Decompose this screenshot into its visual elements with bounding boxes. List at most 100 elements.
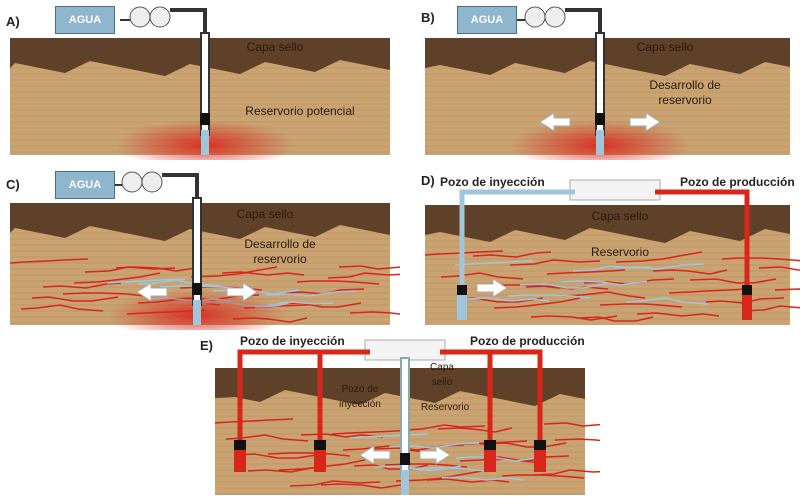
packer xyxy=(484,440,496,450)
water-column xyxy=(193,300,201,325)
fracture xyxy=(466,297,550,302)
arrow-right-icon xyxy=(419,445,451,465)
panel-label: B) xyxy=(421,10,435,25)
fracture xyxy=(652,269,728,275)
arrow-right-icon xyxy=(226,282,258,302)
fracture xyxy=(562,291,646,299)
fracture xyxy=(774,288,800,291)
fracture xyxy=(62,292,146,297)
panel-label: E) xyxy=(200,338,213,353)
pipe xyxy=(162,173,199,203)
reservoir-label: Reservorio xyxy=(420,402,470,413)
fracture xyxy=(578,316,654,322)
water-column xyxy=(596,130,604,155)
fracture xyxy=(426,478,510,483)
fracture xyxy=(459,456,543,464)
reservoir-label: Desarrollo de reservorio xyxy=(649,78,721,107)
fracture xyxy=(374,465,462,471)
pump-motor-icon xyxy=(544,6,566,28)
seal-layer-label: Capa sello xyxy=(591,209,649,223)
fracture xyxy=(493,297,581,309)
fracture xyxy=(84,266,176,273)
fracture xyxy=(267,452,351,457)
injection-well-label: Pozo de inyección xyxy=(440,175,545,189)
water-column xyxy=(201,130,209,155)
fracture xyxy=(758,266,800,271)
panel-c: C) AGUA Capa sello Desarrollo de reservo… xyxy=(0,165,400,330)
arrow-left-icon xyxy=(359,445,391,465)
packer xyxy=(234,440,246,450)
fracture xyxy=(221,271,305,276)
hot-fluid-column xyxy=(234,450,246,472)
water-tank: AGUA xyxy=(457,6,517,34)
water-tank: AGUA xyxy=(55,171,115,199)
fracture xyxy=(440,272,524,280)
fracture xyxy=(137,279,221,287)
fracture xyxy=(349,311,400,315)
hot-fluid-column xyxy=(484,450,496,472)
panel-label: A) xyxy=(6,14,20,29)
pump-motor-icon xyxy=(141,171,163,193)
panel-a: A) AGUA Capa sello Reservorio potencial xyxy=(0,0,400,160)
packer xyxy=(457,285,467,295)
arrow-right-icon xyxy=(629,112,661,132)
water-column xyxy=(401,470,409,495)
fracture xyxy=(236,453,324,459)
panel-a-diagram xyxy=(10,6,390,160)
fracture xyxy=(342,445,426,453)
packer xyxy=(314,440,326,450)
seal-layer-label: Capa sello xyxy=(636,40,694,54)
fracture xyxy=(543,422,600,427)
production-pipe xyxy=(655,189,750,295)
fracture xyxy=(9,258,89,264)
panel-c-diagram xyxy=(9,171,400,330)
arrow-left-icon xyxy=(136,282,168,302)
inner-injection-label: Pozo de inyección xyxy=(339,384,381,410)
fracture xyxy=(20,304,104,312)
fracture xyxy=(265,290,357,297)
arrow-left-icon xyxy=(539,112,571,132)
fracture xyxy=(501,474,585,479)
fracture xyxy=(530,315,618,321)
production-well-label: Pozo de producción xyxy=(470,334,585,348)
packer xyxy=(200,113,210,125)
pipe xyxy=(565,8,602,38)
fracture xyxy=(636,312,720,317)
panel-b-diagram xyxy=(425,6,790,160)
fracture xyxy=(472,251,552,258)
seal-layer-label: Capa sello xyxy=(246,40,304,54)
panel-label: C) xyxy=(6,177,20,192)
water-tank: AGUA xyxy=(55,6,115,34)
fracture xyxy=(327,272,400,279)
pump-icon xyxy=(121,171,143,193)
panel-e-diagram xyxy=(214,339,600,495)
pump-icon xyxy=(129,6,151,28)
fracture xyxy=(532,469,600,476)
pump-motor-icon xyxy=(149,6,171,28)
fracture xyxy=(274,302,362,308)
fracture xyxy=(320,483,408,489)
fracture xyxy=(296,280,380,285)
fracture xyxy=(338,265,400,270)
panel-d: D) Pozo de inyección Pozo de producción … xyxy=(415,165,800,330)
seal-layer xyxy=(425,205,790,243)
fracture xyxy=(454,260,534,266)
fracture xyxy=(106,278,186,284)
fracture xyxy=(689,278,777,284)
seal-layer-label: Capa sello xyxy=(236,207,294,221)
hot-fluid-column xyxy=(534,450,546,472)
injection-pipe xyxy=(317,349,370,450)
panel-d-diagram xyxy=(424,179,800,325)
production-pipe xyxy=(440,349,543,450)
reservoir-label: Desarrollo de reservorio xyxy=(244,237,316,266)
fracture xyxy=(742,305,800,312)
packer xyxy=(534,440,546,450)
fracture xyxy=(625,297,709,305)
injection-pipe xyxy=(459,189,575,295)
reservoir-label: Reservorio xyxy=(590,245,650,259)
seal-layer-label: Capa sello xyxy=(430,362,454,388)
fracture xyxy=(560,280,648,286)
fracture xyxy=(668,288,748,294)
reservoir-label: Reservorio potencial xyxy=(245,104,355,118)
fracture xyxy=(289,480,381,487)
